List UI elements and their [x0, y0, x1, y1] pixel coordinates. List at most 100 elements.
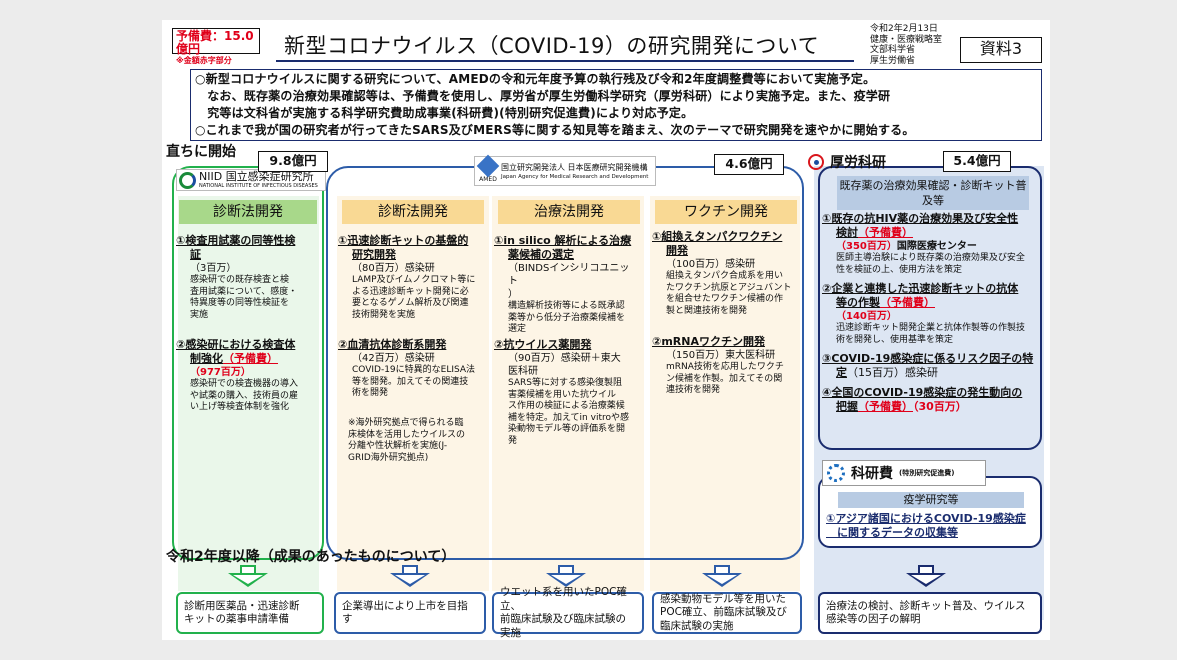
kaken-item: ①アジア諸国におけるCOVID-19感染症 に関するデータの収集等 — [826, 512, 1040, 540]
outcome-line: POC確立、前臨床試験及び — [660, 606, 787, 619]
item-desc: を組合せたワクチン候補の作 — [666, 294, 784, 304]
item-desc: 薬等から低分子治療薬候補を — [508, 312, 626, 323]
kaken-label: 科研費 — [851, 466, 893, 482]
outcome-diagnosis: 企業導出により上市を目指す — [334, 592, 486, 634]
amed-name: 国立研究開発法人 日本医療研究開発機構 — [501, 162, 648, 172]
notice-line: 究等は文科省が実施する科学研究費助成事業(科研費)(特別研究促進費)により対応予… — [195, 106, 694, 120]
item-desc: 特異度等の同等性検証を — [190, 298, 290, 308]
mhlw-label: 厚労科研 — [830, 155, 886, 171]
column-bg-niid — [178, 196, 319, 591]
item-amount: （3百万） — [190, 263, 237, 274]
item-amount: （BINDSインシリコユニット — [508, 263, 630, 287]
item-amount: （977百万） — [190, 367, 251, 378]
mhlw-item-3: ③COVID-19感染症に係るリスク因子の特 定（15百万）感染研 — [822, 352, 1042, 380]
reserve-fund-label: （予備費） — [858, 400, 913, 413]
outcome-line: 診断用医薬品・迅速診断 — [184, 599, 300, 612]
note-line: GRID海外研究拠点) — [348, 452, 429, 463]
item-desc: や試薬の購入、技術員の雇 — [190, 390, 299, 401]
category-amed-treatment: 治療法開発 — [498, 200, 640, 224]
title-underline — [276, 60, 854, 62]
item-desc: 術を開発 — [352, 388, 389, 398]
meta-office: 健康・医療戦略室 — [870, 34, 943, 45]
notice-box: ○新型コロナウイルスに関する研究について、AMEDの令和元年度予算の執行残及び令… — [190, 69, 1042, 141]
outcome-line: 企業導出により上市を目指す — [342, 599, 468, 626]
item-amount: （42百万）感染研 — [352, 353, 435, 364]
document-meta: 令和2年2月13日 健康・医療戦略室 文部科学省 厚生労働省 — [870, 24, 942, 66]
kaken-logo: 科研費 (特別研究促進費) — [822, 460, 986, 486]
item-org: 国際医療センター — [896, 241, 977, 252]
niid-emblem-icon — [179, 171, 196, 189]
note-line: 分離や性状解析を実施(J- — [348, 441, 448, 451]
item-desc: 術を開発し、使用基準を策定 — [836, 334, 954, 345]
down-arrow-icon — [228, 565, 268, 589]
item-title: 薬候補の選定 — [508, 248, 574, 261]
niid-name: 国立感染症研究所 — [225, 170, 314, 183]
document-number: 資料3 — [960, 37, 1042, 63]
item-title: 証 — [190, 248, 201, 261]
item-title: 研究開発 — [352, 248, 396, 261]
item-title: 等の作製 — [836, 296, 880, 309]
item-desc: 査用試薬について、感度・ — [190, 286, 298, 297]
outcome-line: 感染等の因子の解明 — [826, 613, 921, 625]
niid-budget: 9.8億円 — [258, 151, 328, 172]
niid-item-2: ②感染研における検査体 制強化（予備費） （977百万） 感染研での検査機器の導… — [176, 338, 316, 414]
category-amed-vaccine: ワクチン開発 — [655, 200, 797, 224]
item-desc: 感染研での既存検査と検 — [190, 275, 290, 285]
outcome-line: 実施 — [500, 626, 521, 639]
item-desc: 連技術を開発 — [666, 385, 721, 395]
down-arrow-icon — [906, 565, 946, 589]
reserve-budget-tag: 予備費：15.0億円 ※金額赤字部分 — [172, 28, 260, 65]
item-amount: （90百万）感染研＋東大 — [508, 353, 621, 364]
reserve-budget-note: ※金額赤字部分 — [176, 56, 232, 65]
category-mhlw: 既存薬の治療効果確認・診断キット普及等 — [837, 176, 1029, 210]
amed-abbr: AMED — [479, 176, 497, 183]
meta-mext: 文部科学省 — [870, 45, 916, 55]
treatment-item-2: ②抗ウイルス薬開発 （90百万）感染研＋東大 医科研 SARS等に対する感染復製… — [494, 338, 634, 447]
category-niid-diagnosis: 診断法開発 — [179, 200, 317, 224]
mhlw-items: ①既存の抗HIV薬の治療効果及び安全性 検討（予備費） （350百万）国際医療セ… — [822, 212, 1042, 420]
item-amount: （15百万）感染研 — [847, 366, 938, 379]
vaccine-item-1: ①組換えタンパクワクチン 開発 （100百万）感染研 組換えタンパク合成系を用い… — [652, 230, 798, 317]
mhlw-item-2: ②企業と連携した迅速診断キットの抗体 等の作製（予備費） （140百万） 迅速診… — [822, 282, 1042, 346]
mhlw-emblem-icon — [808, 154, 824, 170]
item-desc: 選定 — [508, 324, 527, 334]
down-arrow-icon — [390, 565, 430, 589]
item-title: ④全国のCOVID-19感染症の発生動向の — [822, 386, 1023, 399]
niid-english: NATIONAL INSTITUTE OF INFECTIOUS DISEASE… — [199, 183, 318, 189]
mhlw-budget: 5.4億円 — [943, 151, 1011, 172]
meta-mhlw: 厚生労働省 — [870, 55, 916, 66]
item-desc: 害薬候補を用いた抗ウイル — [508, 389, 617, 400]
amed-emblem-icon — [476, 154, 500, 178]
mhlw-item-1: ①既存の抗HIV薬の治療効果及び安全性 検討（予備費） （350百万）国際医療セ… — [822, 212, 1042, 276]
item-title: 検討 — [836, 226, 858, 239]
item-desc: 性を検証の上、使用方法を策定 — [836, 264, 963, 275]
mhlw-item-4: ④全国のCOVID-19感染症の発生動向の 把握（予備費）（30百万） — [822, 386, 1042, 414]
item-title: ②mRNAワクチン開発 — [652, 335, 765, 348]
item-desc: 組換えタンパク合成系を用い — [666, 271, 784, 281]
item-desc: 等を開発。加えてその関連技 — [352, 376, 469, 387]
reserve-fund-label: （予備費） — [880, 296, 935, 309]
down-arrow-icon — [702, 565, 742, 589]
kaken-item-line: に関するデータの収集等 — [826, 526, 958, 539]
category-amed-diagnosis: 診断法開発 — [342, 200, 484, 224]
diagnosis-item-1: ①迅速診断キットの基盤的 研究開発 （80百万）感染研 LAMP及びイムノクロマ… — [338, 234, 478, 321]
item-title: ②感染研における検査体 — [176, 338, 296, 351]
item-title: ①検査用試薬の同等性検 — [176, 234, 296, 247]
page-title: 新型コロナウイルス（COVID-19）の研究開発について — [284, 34, 820, 58]
item-desc: よる迅速診断キット開発に必 — [352, 286, 469, 297]
item-amount: ） — [508, 289, 518, 300]
reserve-fund-label: （予備費） — [223, 352, 278, 365]
reserve-budget-amount: 予備費：15.0億円 — [176, 29, 254, 56]
treatment-item-1: ①in silico 解析による治療 薬候補の選定 （BINDSインシリコユニッ… — [494, 234, 634, 336]
niid-logo: NIID 国立感染症研究所 NATIONAL INSTITUTE OF INFE… — [176, 169, 326, 191]
item-amount: 医科研 — [508, 366, 538, 377]
item-amount: （30百万） — [913, 400, 967, 413]
column-bg-vaccine — [650, 196, 800, 591]
item-amount: （350百万） — [836, 241, 897, 252]
vaccine-item-2: ②mRNAワクチン開発 （150百万）東大医科研 mRNA技術を応用したワクチ … — [652, 335, 798, 397]
item-desc: 製と関連技術を開発 — [666, 305, 748, 316]
item-title: ②企業と連携した迅速診断キットの抗体 — [822, 282, 1019, 295]
item-desc: 補を特定。加えてin vitroや感 — [508, 412, 629, 423]
item-desc: COVID-19に特異的なELISA法 — [352, 365, 476, 375]
